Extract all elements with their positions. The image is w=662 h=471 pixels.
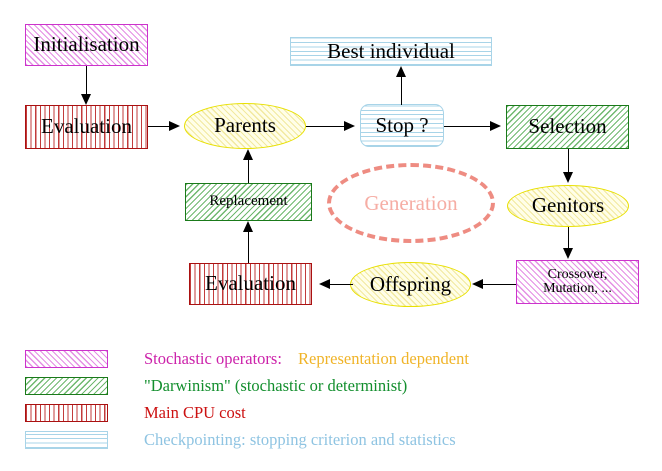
- node-parents[interactable]: Parents: [184, 103, 306, 149]
- arrowhead-stop-to-best: [396, 66, 406, 77]
- legend-label-stochastic-operators: Stochastic operators:: [144, 349, 282, 368]
- node-parents-label: Parents: [214, 113, 276, 138]
- connector-genitors-to-crossover: [568, 227, 569, 249]
- arrowhead-replacement-to-parents: [243, 149, 253, 160]
- node-best-individual[interactable]: Best individual: [290, 37, 492, 66]
- node-initialisation[interactable]: Initialisation: [25, 24, 148, 66]
- node-initialisation-label: Initialisation: [33, 32, 140, 57]
- arrowhead-selection-to-genitors: [563, 172, 573, 183]
- connector-replacement-to-parents: [248, 160, 249, 183]
- arrowhead-stop-to-selection: [490, 121, 501, 131]
- node-selection-label: Selection: [528, 114, 607, 139]
- connector-crossover-to-offspring: [483, 284, 516, 285]
- arrowhead-genitors-to-crossover: [563, 248, 573, 259]
- arrowhead-init-to-eval: [81, 94, 91, 105]
- generation-dashed-outline: [327, 163, 495, 243]
- legend-label-representation-dependent: Representation dependent: [298, 349, 469, 368]
- connector-stop-to-best: [401, 76, 402, 105]
- legend-swatch-blue-horizontal: [25, 431, 108, 449]
- node-stop-label: Stop ?: [375, 112, 429, 137]
- arrowhead-eval-to-replacement: [243, 221, 253, 232]
- node-best-individual-label: Best individual: [327, 38, 455, 63]
- node-replacement[interactable]: Replacement: [185, 183, 312, 221]
- legend-swatch-green-diagonal: [25, 377, 108, 395]
- node-replacement-label: Replacement: [209, 193, 288, 210]
- node-evaluation-top-label: Evaluation: [41, 114, 132, 139]
- arrowhead-parents-to-stop: [344, 121, 355, 131]
- node-evaluation-bottom-label: Evaluation: [205, 271, 296, 296]
- connector-selection-to-genitors: [568, 149, 569, 174]
- node-genitors-label: Genitors: [531, 193, 605, 218]
- node-stop[interactable]: Stop ?: [360, 104, 444, 147]
- legend-label-darwinism: "Darwinism" (stochastic or determinist): [144, 376, 408, 395]
- node-crossover-mutation[interactable]: Crossover, Mutation, ...: [516, 260, 639, 304]
- legend-row-cpu-cost: Main CPU cost: [25, 403, 246, 423]
- legend-text-stochastic: Stochastic operators: Representation dep…: [144, 349, 469, 369]
- arrowhead-offspring-to-eval: [319, 279, 330, 289]
- legend-row-stochastic: Stochastic operators: Representation dep…: [25, 349, 469, 369]
- connector-init-to-eval: [86, 66, 87, 97]
- connector-stop-to-selection: [444, 126, 491, 127]
- node-crossover-label-line1: Crossover,: [547, 266, 608, 282]
- legend-swatch-magenta-diagonal: [25, 350, 108, 368]
- legend-label-main-cpu-cost: Main CPU cost: [144, 403, 246, 422]
- connector-eval-to-parents: [148, 126, 171, 127]
- node-crossover-label-line2: Mutation, ...: [543, 281, 612, 296]
- node-genitors[interactable]: Genitors: [507, 185, 629, 227]
- node-offspring[interactable]: Offspring: [350, 262, 471, 307]
- node-evaluation-top[interactable]: Evaluation: [25, 105, 148, 149]
- connector-eval-to-replacement: [248, 232, 249, 263]
- legend-label-checkpointing: Checkpointing: stopping criterion and st…: [144, 430, 456, 449]
- connector-offspring-to-eval: [330, 284, 353, 285]
- node-offspring-label: Offspring: [369, 271, 452, 296]
- arrowhead-eval-to-parents: [169, 121, 180, 131]
- node-evaluation-bottom[interactable]: Evaluation: [189, 263, 312, 305]
- node-selection[interactable]: Selection: [506, 105, 629, 149]
- node-generation: Generation: [327, 163, 495, 243]
- arrowhead-crossover-to-offspring: [472, 279, 483, 289]
- legend: Stochastic operators: Representation dep…: [0, 340, 662, 471]
- legend-row-checkpointing: Checkpointing: stopping criterion and st…: [25, 430, 456, 450]
- legend-swatch-red-vertical: [25, 404, 108, 422]
- node-generation-label: Generation: [364, 190, 458, 215]
- legend-row-darwinism: "Darwinism" (stochastic or determinist): [25, 376, 407, 396]
- connector-parents-to-stop: [306, 126, 345, 127]
